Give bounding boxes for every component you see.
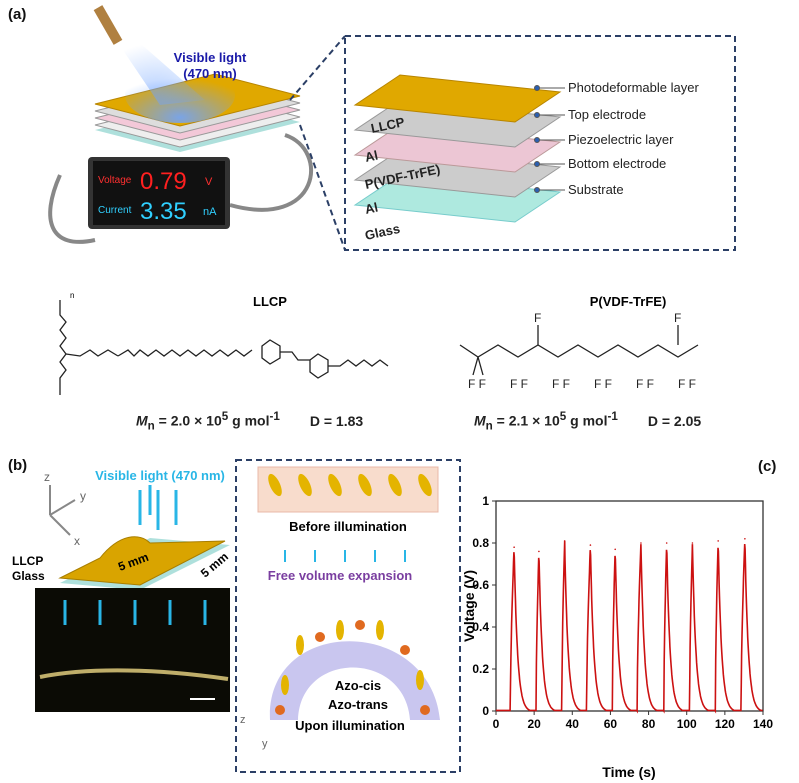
callout-piezoelectric: Piezoelectric layer	[568, 132, 674, 147]
panel-a-label: (a)	[8, 6, 27, 23]
glass-label-b: Glass	[12, 569, 45, 583]
callout-bottom-electrode: Bottom electrode	[568, 156, 666, 171]
svg-text:Azo-cis: Azo-cis	[335, 678, 381, 693]
light-label: Visible light	[174, 50, 247, 65]
mesogens-before	[268, 473, 432, 497]
x-tick-label: 120	[715, 717, 735, 731]
pvdf-structure	[459, 325, 699, 376]
peak-point	[717, 540, 719, 542]
llcp-label-b: LLCP	[12, 554, 43, 568]
meter-current-value: 3.35	[140, 198, 187, 225]
panel-a-illustration: Visible light (470 nm) Voltage 0.79 V Cu…	[48, 5, 736, 395]
y-tick-label: 1	[482, 494, 489, 508]
y-tick-label: 0.4	[472, 620, 489, 634]
stack-layer-al-bottom: Al	[364, 200, 380, 217]
svg-text:z: z	[44, 470, 50, 484]
layer-stack	[353, 74, 562, 223]
photo-film	[35, 588, 230, 712]
device-illustration	[48, 5, 313, 244]
meter-voltage-unit: V	[205, 176, 213, 188]
panel-b-label: (b)	[8, 457, 28, 474]
llcp-n: n	[70, 291, 74, 300]
peak-point	[691, 542, 694, 544]
plot-frame	[495, 500, 764, 712]
svg-text:Upon illumination: Upon illumination	[295, 718, 405, 733]
voltage-chart: Time (s) Voltage (V) 0 20 40 60 80 100 120 140 0…	[461, 494, 773, 780]
x-tick-label: 80	[642, 717, 656, 731]
x-tick-label: 0	[493, 717, 500, 731]
svg-text:Azo-trans: Azo-trans	[328, 697, 388, 712]
x-axis-label: Time (s)	[602, 764, 655, 780]
zoom-box	[344, 35, 736, 251]
peak-point	[589, 544, 592, 546]
llcp-structure	[59, 300, 389, 395]
callout-photodeformable: Photodeformable layer	[568, 80, 699, 95]
svg-text:F F: F F	[510, 377, 528, 391]
y-tick-label: 0.6	[472, 578, 489, 592]
peak-point	[513, 546, 515, 548]
meter-voltage-value: 0.79	[140, 168, 187, 195]
svg-text:F F: F F	[552, 377, 570, 391]
voltage-series-line	[496, 540, 763, 714]
panel-c-label: (c)	[758, 458, 777, 475]
peak-point	[563, 540, 566, 542]
stack-layer-glass: Glass	[364, 221, 402, 243]
meter-current-label: Current	[98, 205, 132, 216]
stack-layer-al-top: Al	[364, 148, 380, 165]
svg-text:z: z	[240, 714, 246, 726]
svg-text:F F: F F	[468, 377, 486, 391]
x-tick-label: 20	[527, 717, 541, 731]
callout-top-electrode: Top electrode	[568, 107, 646, 122]
meter-current-unit: nA	[203, 206, 217, 218]
svg-text:Free volume expansion: Free volume expansion	[268, 568, 413, 583]
x-tick-label: 60	[604, 717, 618, 731]
svg-text:y: y	[262, 738, 268, 750]
pvdf-title: P(VDF-TrFE)	[590, 294, 667, 309]
svg-text:y: y	[80, 489, 86, 503]
y-axis-label: Voltage (V)	[461, 570, 477, 642]
svg-text:x: x	[74, 534, 80, 548]
peak-point	[744, 538, 746, 540]
light-wavelength: (470 nm)	[183, 66, 236, 81]
y-tick-label: 0.8	[472, 536, 489, 550]
meter-voltage-label: Voltage	[98, 175, 132, 186]
peak-point	[614, 548, 616, 551]
x-tick-label: 140	[753, 717, 773, 731]
stack-layer-llcp: LLCP	[370, 114, 407, 136]
callout-substrate: Substrate	[568, 182, 624, 197]
peak-point	[538, 550, 540, 553]
y-tick-label: 0	[482, 704, 489, 718]
svg-text:F F: F F	[636, 377, 654, 391]
peak-point	[665, 542, 668, 544]
svg-text:F: F	[534, 311, 541, 325]
llcp-title: LLCP	[253, 294, 287, 309]
svg-text:F: F	[674, 311, 681, 325]
light-label-b: Visible light (470 nm)	[95, 468, 225, 483]
svg-text:F F: F F	[678, 377, 696, 391]
y-tick-label: 0.2	[472, 662, 489, 676]
panel-b-illustration: z y x Visible light (470 nm) 5 mm 5 mm L…	[12, 459, 461, 773]
svg-text:F F: F F	[594, 377, 612, 391]
x-tick-label: 40	[566, 717, 580, 731]
peak-point	[640, 542, 642, 544]
x-tick-label: 100	[677, 717, 697, 731]
svg-text:Before illumination: Before illumination	[289, 519, 407, 534]
